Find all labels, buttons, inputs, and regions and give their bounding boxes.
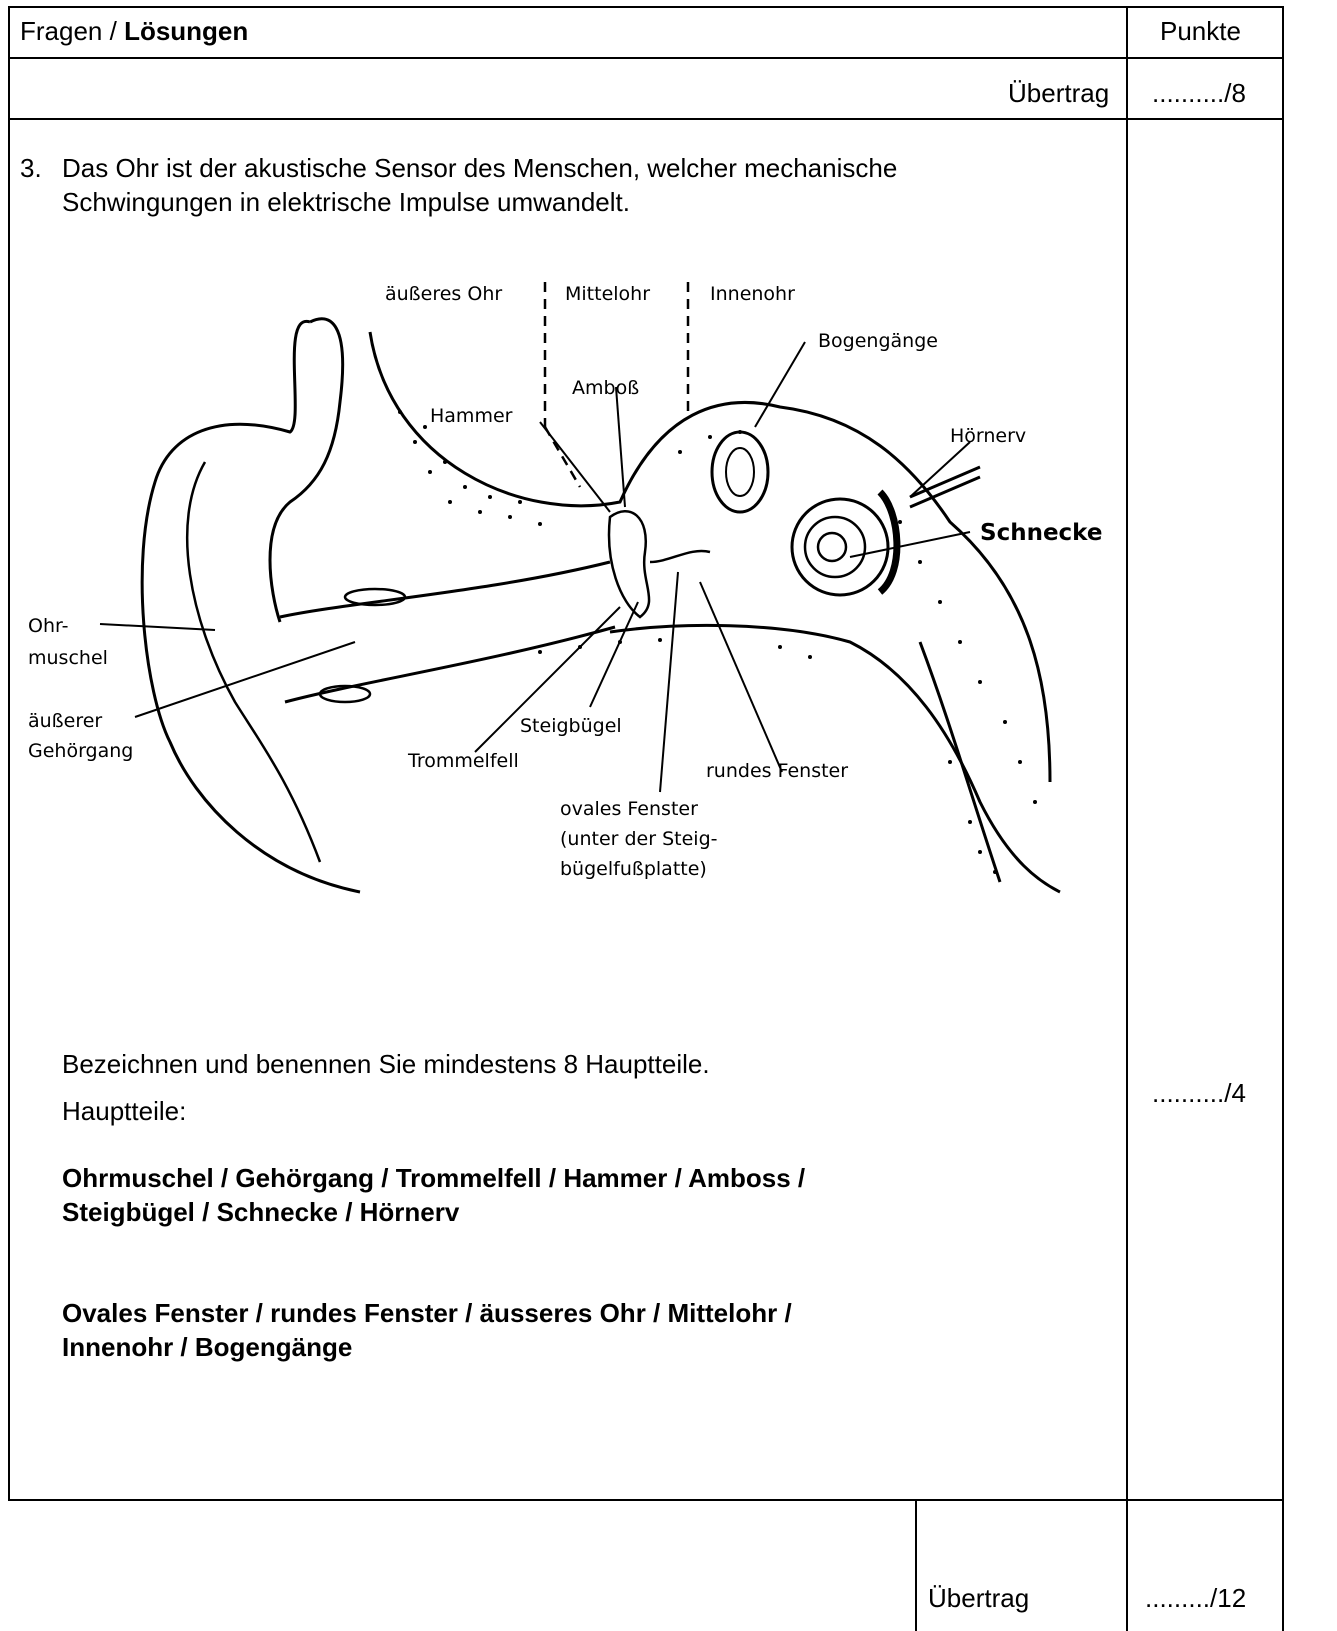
row-divider-1 bbox=[8, 57, 1284, 59]
label-aeusseres-ohr: äußeres Ohr bbox=[385, 283, 502, 305]
ear-diagram: äußeres Ohr Mittelohr Innenohr Bogengäng… bbox=[20, 262, 1110, 902]
label-schnecke: Schnecke bbox=[980, 520, 1102, 546]
border-left bbox=[8, 6, 10, 1501]
answer-line-4: Innenohr / Bogengänge bbox=[62, 1332, 352, 1362]
ossicles bbox=[609, 511, 649, 617]
uebertrag-top-label: Übertrag bbox=[1008, 78, 1109, 108]
label-innenohr: Innenohr bbox=[710, 283, 795, 305]
label-ohrmuschel-2: muschel bbox=[28, 647, 108, 669]
bone-stipple bbox=[398, 410, 1037, 874]
label-mittelohr: Mittelohr bbox=[565, 283, 650, 305]
label-ovales-fenster-2: (unter der Steig- bbox=[560, 828, 717, 850]
hauptteile-label: Hauptteile: bbox=[62, 1096, 186, 1126]
question-points: ........../4 bbox=[1152, 1078, 1246, 1108]
uebertrag-bottom-points: ........./12 bbox=[1145, 1583, 1246, 1613]
answer-line-3: Ovales Fenster / rundes Fenster / äusser… bbox=[62, 1298, 792, 1328]
row-divider-2 bbox=[8, 118, 1284, 120]
label-gehoergang-2: Gehörgang bbox=[28, 740, 133, 762]
fragen-label: Fragen / bbox=[20, 16, 124, 46]
ear-canal-upper bbox=[280, 562, 610, 617]
label-ovales-fenster-1: ovales Fenster bbox=[560, 798, 698, 820]
row-divider-3 bbox=[8, 1499, 1284, 1501]
ear-canal-lower bbox=[285, 627, 615, 702]
question-number: 3. bbox=[20, 153, 42, 183]
border-right bbox=[1282, 6, 1284, 1631]
column-divider bbox=[1126, 6, 1128, 1631]
cochlea bbox=[792, 499, 888, 595]
task-text: Bezeichnen und benennen Sie mindestens 8… bbox=[62, 1049, 710, 1079]
loesungen-label: Lösungen bbox=[124, 16, 248, 46]
label-rundes-fenster: rundes Fenster bbox=[706, 760, 848, 782]
label-bogengaenge: Bogengänge bbox=[818, 330, 938, 352]
answer-line-2: Steigbügel / Schnecke / Hörnerv bbox=[62, 1197, 459, 1227]
header-fragen: Fragen / Lösungen bbox=[20, 16, 248, 46]
label-gehoergang-1: äußerer bbox=[28, 710, 102, 732]
question-text-line2: Schwingungen in elektrische Impulse umwa… bbox=[62, 187, 630, 217]
label-ovales-fenster-3: bügelfußplatte) bbox=[560, 858, 707, 880]
label-hoernerv: Hörnerv bbox=[950, 425, 1026, 447]
answer-line-1: Ohrmuschel / Gehörgang / Trommelfell / H… bbox=[62, 1163, 805, 1193]
label-amboss: Amboß bbox=[572, 377, 639, 399]
footer-divider bbox=[915, 1499, 917, 1631]
label-hammer: Hammer bbox=[430, 405, 513, 427]
pinna bbox=[142, 321, 360, 892]
header-punkte: Punkte bbox=[1160, 16, 1241, 46]
semicircular-canal bbox=[712, 432, 768, 512]
uebertrag-top-points: ........../8 bbox=[1152, 78, 1246, 108]
label-trommelfell: Trommelfell bbox=[407, 750, 519, 772]
label-ohrmuschel-1: Ohr- bbox=[28, 615, 68, 637]
label-steigbuegel: Steigbügel bbox=[520, 715, 622, 737]
border-top bbox=[8, 6, 1284, 8]
question-text-line1: Das Ohr ist der akustische Sensor des Me… bbox=[62, 153, 897, 183]
uebertrag-bottom-label: Übertrag bbox=[928, 1583, 1029, 1613]
